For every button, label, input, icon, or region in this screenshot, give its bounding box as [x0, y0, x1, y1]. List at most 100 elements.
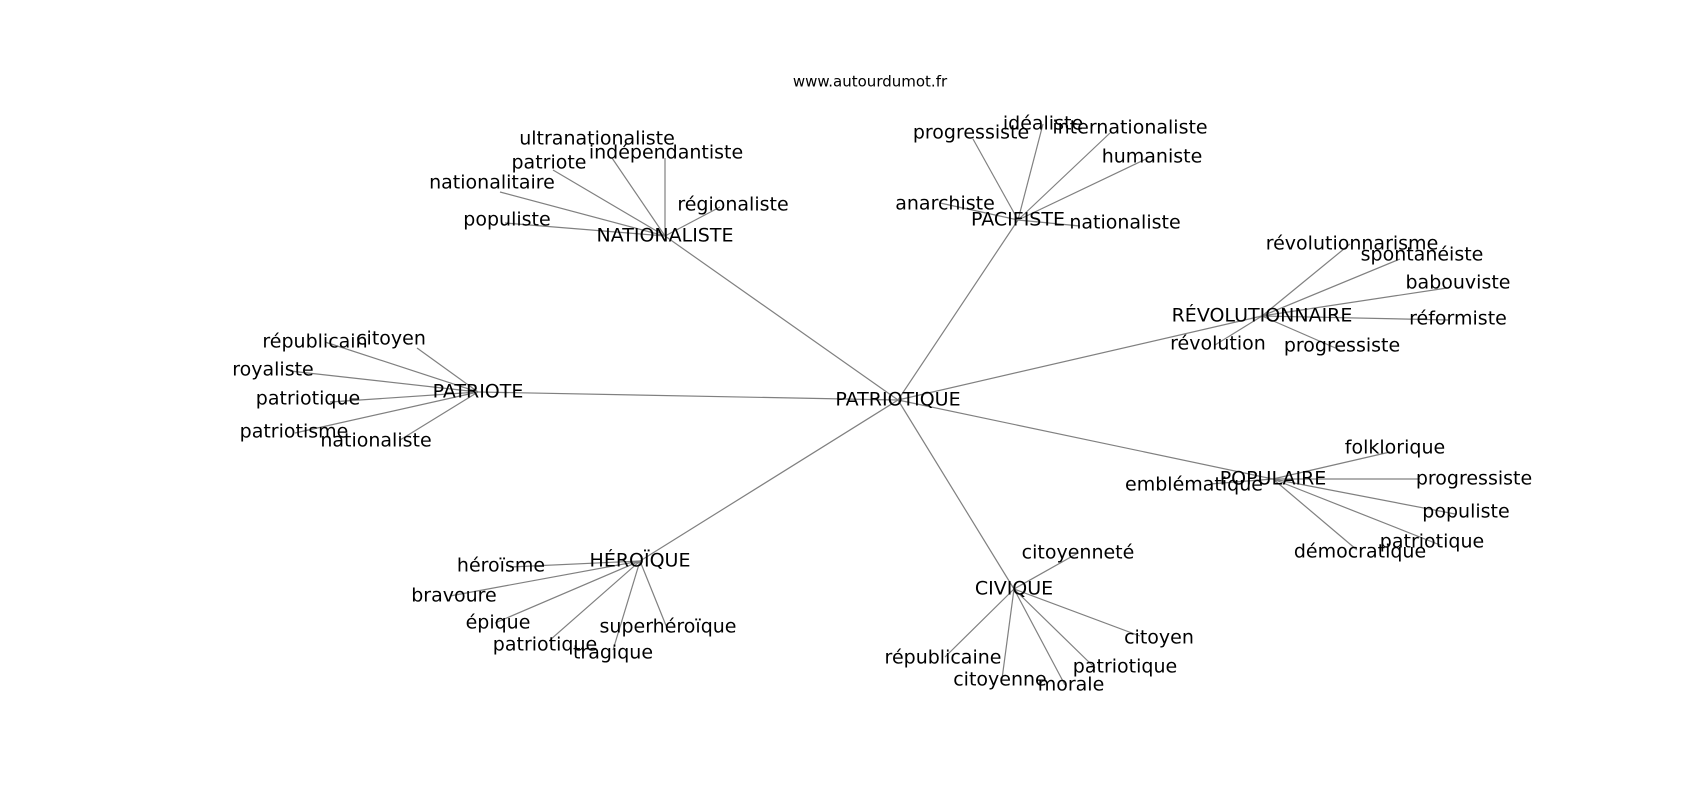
- leaf-node-epique: épique: [466, 612, 531, 634]
- edge-heroique-tragique: [612, 560, 641, 651]
- leaf-node-democratique: démocratique: [1294, 541, 1426, 563]
- leaf-node-spontaneiste: spontanéiste: [1361, 244, 1484, 266]
- edge-civique-citoyenne: [1001, 588, 1015, 680]
- edge-revolutionnaire-progressiste: [1261, 315, 1341, 351]
- leaf-node-revolutionnarisme: révolutionnarisme: [1266, 233, 1439, 255]
- leaf-node-nationaliste: nationaliste: [320, 430, 431, 452]
- hub-node-civique: CIVIQUE: [975, 578, 1053, 600]
- edge-center-nationaliste: [664, 235, 899, 401]
- leaf-node-progressiste: progressiste: [913, 122, 1029, 144]
- leaf-node-internationaliste: internationaliste: [1052, 117, 1207, 139]
- edge-heroique-patriotique: [549, 560, 641, 641]
- edge-revolutionnaire-babouviste: [1261, 287, 1448, 317]
- edge-revolutionnaire-spontaneiste: [1261, 258, 1401, 317]
- edge-pacifiste-nationaliste: [1017, 219, 1081, 227]
- edge-nationaliste-ultranationaliste: [611, 157, 666, 237]
- edge-patriote-nationaliste: [399, 391, 479, 441]
- center-node: PATRIOTIQUE: [835, 389, 960, 411]
- leaf-node-citoyennete: citoyenneté: [1022, 542, 1135, 564]
- leaf-node-babouviste: babouviste: [1406, 272, 1511, 294]
- edge-nationaliste-populiste: [504, 222, 666, 237]
- edge-patriote-patriotisme: [294, 391, 479, 434]
- leaf-node-progressiste: progressiste: [1416, 468, 1532, 490]
- hub-node-revolutionnaire: RÉVOLUTIONNAIRE: [1172, 304, 1353, 327]
- edge-patriote-royaliste: [289, 370, 479, 393]
- edge-pacifiste-idealiste: [1017, 123, 1044, 221]
- leaf-node-nationaliste: nationaliste: [1069, 212, 1180, 234]
- edge-nationaliste-patriote: [552, 169, 666, 237]
- edge-populaire-folklorique: [1272, 451, 1391, 480]
- hub-node-populaire: POPULAIRE: [1220, 468, 1327, 490]
- edge-patriote-republicain: [324, 341, 479, 393]
- leaf-node-morale: morale: [1038, 674, 1105, 696]
- leaf-node-tragique: tragique: [573, 642, 653, 664]
- leaf-node-independantiste: indépendantiste: [589, 142, 743, 164]
- hub-node-heroique: HÉROÏQUE: [590, 549, 691, 572]
- leaf-node-emblematique: emblématique: [1125, 474, 1263, 496]
- graph-edges: [289, 123, 1456, 686]
- edge-heroique-bravoure: [449, 560, 641, 597]
- hub-node-pacifiste: PACIFISTE: [971, 209, 1065, 231]
- edge-civique-morale: [1013, 588, 1066, 686]
- source-url: www.autourdumot.fr: [793, 73, 948, 91]
- leaf-node-revolution: révolution: [1170, 333, 1266, 355]
- leaf-node-nationalitaire: nationalitaire: [429, 172, 555, 194]
- edge-revolutionnaire-revolution: [1214, 315, 1263, 346]
- edge-populaire-populiste: [1272, 478, 1456, 515]
- leaf-node-patriotique: patriotique: [1380, 531, 1484, 553]
- edge-center-revolutionnaire: [897, 315, 1263, 401]
- edge-center-patriote: [477, 391, 899, 401]
- edge-patriote-patriotique: [329, 391, 479, 403]
- leaf-node-progressiste: progressiste: [1284, 335, 1400, 357]
- edge-heroique-superheroique: [639, 560, 668, 629]
- edge-revolutionnaire-reformiste: [1261, 315, 1451, 321]
- edge-center-pacifiste: [897, 219, 1019, 401]
- leaf-node-bravoure: bravoure: [411, 585, 497, 607]
- leaf-node-anarchiste: anarchiste: [895, 193, 995, 215]
- leaf-node-citoyenne: citoyenne: [953, 669, 1047, 691]
- leaf-node-populiste: populiste: [463, 209, 550, 231]
- hub-node-patriote: PATRIOTE: [433, 381, 524, 403]
- edge-heroique-epique: [494, 560, 641, 624]
- leaf-node-reformiste: réformiste: [1409, 308, 1507, 330]
- leaf-node-idealiste: idéaliste: [1003, 113, 1083, 135]
- edge-revolutionnaire-revolutionnarisme: [1261, 243, 1351, 317]
- edge-heroique-heroisme: [509, 560, 641, 568]
- edge-center-populaire: [897, 399, 1274, 480]
- edge-populaire-patriotique: [1272, 478, 1441, 546]
- edge-patriote-citoyen: [416, 347, 479, 393]
- leaf-node-patriotique: patriotique: [256, 388, 360, 410]
- leaf-node-patriote: patriote: [511, 152, 586, 174]
- edge-pacifiste-humaniste: [1017, 157, 1149, 221]
- edge-center-civique: [897, 399, 1015, 590]
- edge-populaire-democratique: [1272, 478, 1358, 551]
- leaf-node-patriotisme: patriotisme: [240, 421, 349, 443]
- edge-nationaliste-nationalitaire: [499, 191, 666, 237]
- leaf-node-royaliste: royaliste: [232, 359, 314, 381]
- graph-labels: www.autourdumot.fr PATRIOTIQUE NATIONALIS…: [232, 73, 1532, 696]
- leaf-node-folklorique: folklorique: [1345, 437, 1445, 459]
- leaf-node-citoyen: citoyen: [356, 328, 426, 350]
- edge-pacifiste-anarchiste: [939, 202, 1019, 221]
- leaf-node-ultranationaliste: ultranationaliste: [519, 128, 675, 150]
- edge-civique-citoyen: [1013, 588, 1141, 637]
- leaf-node-patriotique: patriotique: [1073, 656, 1177, 678]
- edge-populaire-emblematique: [1209, 478, 1274, 485]
- leaf-node-superheroique: superhéroïque: [600, 616, 737, 638]
- hub-node-nationaliste: NATIONALISTE: [597, 225, 734, 247]
- edge-civique-republicaine: [944, 588, 1015, 658]
- edge-pacifiste-internationaliste: [1017, 132, 1111, 221]
- leaf-node-citoyen: citoyen: [1124, 627, 1194, 649]
- leaf-node-patriotique: patriotique: [493, 634, 597, 656]
- edge-nationaliste-regionaliste: [664, 206, 721, 237]
- leaf-node-populiste: populiste: [1422, 501, 1509, 523]
- edge-civique-patriotique: [1013, 588, 1096, 669]
- leaf-node-republicaine: républicaine: [885, 647, 1002, 669]
- leaf-node-republicain: républicain: [262, 331, 367, 353]
- edge-pacifiste-progressiste: [972, 138, 1019, 221]
- edge-center-heroique: [639, 399, 899, 562]
- leaf-node-humaniste: humaniste: [1102, 146, 1203, 168]
- leaf-node-regionaliste: régionaliste: [677, 194, 788, 216]
